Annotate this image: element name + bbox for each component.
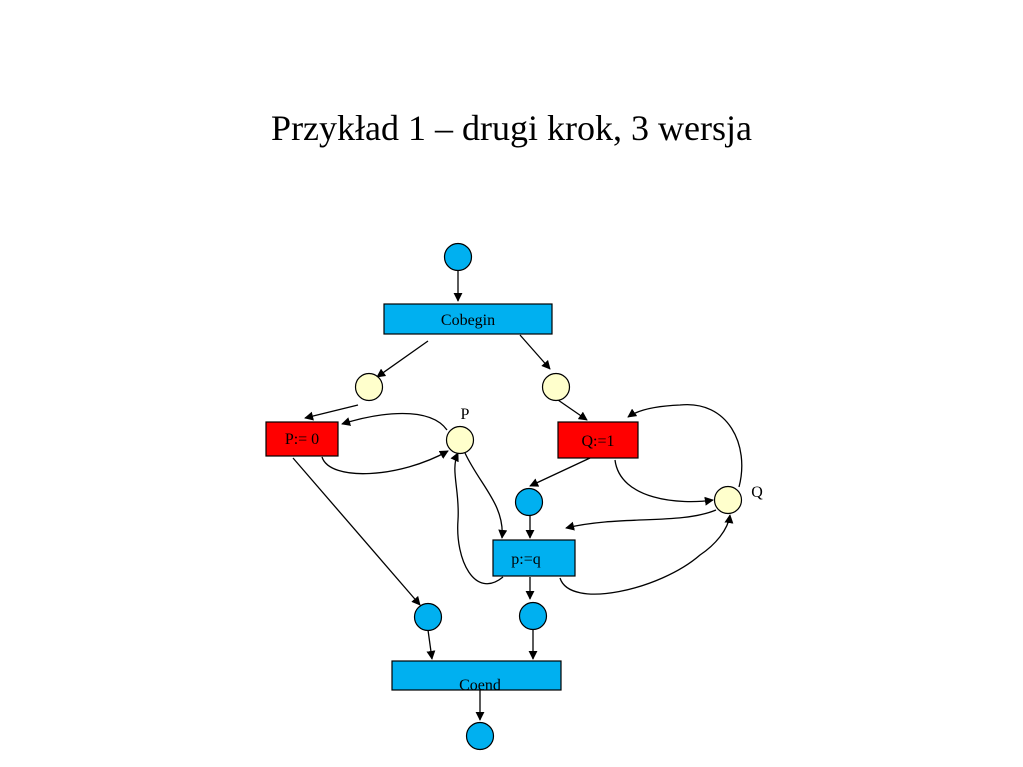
transition-p-assign: P:= 0 [265, 421, 339, 457]
transition-pq-assign-label: p:=q [511, 551, 540, 568]
place-p [445, 425, 475, 455]
transition-cobegin-label: Cobegin [441, 312, 495, 329]
place-mid [514, 487, 544, 517]
transition-coend: Coend [391, 660, 562, 694]
edge-right-place-to-q-assign [557, 399, 588, 421]
place-left-yellow [354, 372, 384, 402]
edge-p-place-to-pq-assign [464, 452, 508, 539]
place-q [713, 485, 743, 515]
transition-pq-assign: p:=q [492, 539, 576, 577]
edge-cobegin-to-left-place [376, 340, 429, 378]
edge-q-place-to-pq-assign [565, 509, 717, 531]
edges [292, 271, 743, 721]
edge-p-assign-to-p-place [321, 450, 449, 475]
slide-title: Przykład 1 – drugi krok, 3 wersja [271, 108, 752, 148]
place-start [443, 242, 473, 272]
edge-p-assign-to-lower-left-place [292, 457, 421, 606]
transition-coend-label: Coend [459, 677, 501, 694]
edge-q-assign-to-mid-place [529, 457, 591, 487]
edge-cobegin-to-right-place [519, 334, 551, 370]
edge-lower-left-place-to-coend [426, 629, 436, 660]
transition-q-assign: Q:=1 [557, 421, 639, 459]
place-lower [518, 601, 548, 631]
place-q-label: Q [751, 484, 763, 501]
edge-left-place-to-p-assign [304, 404, 359, 421]
edge-pq-assign-to-q-place [559, 514, 734, 595]
place-lower-left [413, 602, 443, 632]
edge-p-place-to-p-assign [341, 412, 448, 431]
edge-q-place-to-q-assign [627, 404, 743, 488]
edge-pq-assign-to-p-place [450, 452, 504, 585]
edge-q-assign-to-q-place [614, 459, 714, 506]
transition-p-assign-label: P:= 0 [285, 431, 319, 448]
place-end [465, 721, 495, 751]
place-right-yellow [541, 372, 571, 402]
place-p-label: P [461, 406, 470, 423]
transition-q-assign-label: Q:=1 [581, 433, 614, 450]
transition-cobegin: Cobegin [383, 303, 553, 335]
